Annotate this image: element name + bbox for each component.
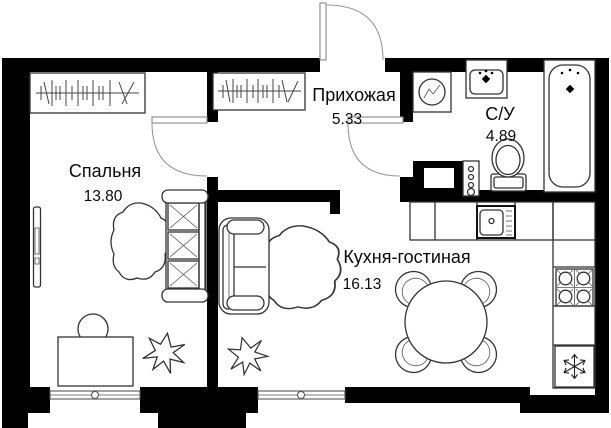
sink-counter <box>465 59 508 99</box>
window-handle <box>296 390 306 400</box>
vent-shaft <box>413 161 463 194</box>
stove-burner <box>576 271 591 286</box>
bedroom-wardrobe-icon <box>29 72 146 114</box>
wall-bottom-right-corner <box>520 395 609 413</box>
plant-star <box>226 336 271 377</box>
door-leaf <box>151 116 208 124</box>
living-plant-small <box>226 336 271 377</box>
tv-icon <box>32 206 42 288</box>
sofa-body <box>165 196 207 294</box>
wall-bathroom-upper <box>400 72 413 122</box>
plant-foliage <box>262 225 342 310</box>
dining-table <box>404 280 488 364</box>
sink-faucet <box>481 74 491 84</box>
wall-bottom-left-step <box>2 387 28 428</box>
kitchen-living-label: Кухня-гостиная <box>343 247 470 267</box>
wall-bottom-middle-step <box>158 402 246 428</box>
sofa-armrest-bottom <box>161 288 209 303</box>
sofa-bed <box>161 189 209 303</box>
living-plant <box>262 225 342 310</box>
door-swing-arc <box>325 4 384 61</box>
bathtub-rim <box>543 59 596 193</box>
armchair-armrest-bottom <box>226 295 265 311</box>
toilet-icon <box>490 138 527 192</box>
door-swing-arc <box>347 122 401 177</box>
stove-burner <box>576 289 591 304</box>
sink-bowl <box>479 209 504 236</box>
door-leaf <box>319 2 327 61</box>
wall-bedroom-divider-lower <box>207 177 218 389</box>
wall-passage-stub <box>330 202 340 214</box>
armchair-armrest-top <box>226 219 265 235</box>
dining-chair <box>394 336 432 374</box>
vent-shaft-opening <box>424 168 454 188</box>
stove-burner <box>558 271 573 286</box>
bathroom-door <box>347 116 404 177</box>
sink-drain <box>488 217 495 225</box>
desk-top <box>57 336 134 387</box>
wall-right <box>595 58 609 405</box>
stove-icon <box>555 268 594 307</box>
fridge-icon <box>554 345 595 388</box>
sofa-armrest-top <box>161 189 209 204</box>
toilet-seat <box>495 144 521 176</box>
snowflake-icon <box>563 353 586 380</box>
dining-chair <box>460 336 498 374</box>
door-swing-arc <box>151 122 208 177</box>
dining-chair <box>394 270 432 308</box>
wardrobe-hangers <box>40 80 135 106</box>
bedroom-door <box>151 116 208 177</box>
wall-hallway-living <box>218 190 340 202</box>
dining-set <box>394 270 498 374</box>
kitchen-sink-icon <box>476 205 516 239</box>
washing-machine-mark <box>423 84 441 99</box>
room-labels: Спальня 13.80 Прихожая 5.33 С/У 4.89 Кух… <box>69 85 516 293</box>
armchair-frame <box>218 217 270 315</box>
window-handle <box>90 390 100 400</box>
wall-top-left <box>2 58 320 72</box>
counter-run <box>552 201 596 389</box>
tv-mount <box>34 227 40 255</box>
bedroom-plant <box>110 202 171 281</box>
bathroom-area: 4.89 <box>486 128 516 145</box>
stove-burner <box>558 289 573 304</box>
walls <box>2 58 609 428</box>
dining-chair <box>460 270 498 308</box>
bathtub-basin <box>548 64 591 188</box>
kitchen-window <box>257 390 346 400</box>
kitchen-living-area: 16.13 <box>343 276 382 293</box>
hallway-label: Прихожая <box>312 85 395 105</box>
entrance-door <box>319 2 384 61</box>
armchair <box>218 217 270 315</box>
water-meter-panel <box>462 160 480 197</box>
door-leaf <box>347 116 404 124</box>
bedroom-window <box>49 390 141 400</box>
sink-drainboard <box>506 210 512 236</box>
washing-machine-icon <box>412 71 452 113</box>
bathtub-icon <box>543 59 596 193</box>
wall-left <box>2 58 30 390</box>
bathroom-sink-icon <box>465 59 508 99</box>
wardrobe-hangers <box>222 79 299 103</box>
plant-star <box>142 331 186 374</box>
washing-machine-drum <box>418 78 446 106</box>
bathroom-label: С/У <box>485 104 515 124</box>
bedroom-plant-small <box>142 331 186 374</box>
hallway-wardrobe-icon <box>212 72 306 111</box>
tv-screen <box>32 206 42 288</box>
bedroom-label: Спальня <box>69 161 141 181</box>
tv-mount-detail <box>34 257 40 265</box>
wall-bottom-right <box>345 387 530 403</box>
fridge-body <box>554 345 595 388</box>
desk <box>57 336 134 387</box>
hallway-area: 5.33 <box>332 111 362 128</box>
bedroom-area: 13.80 <box>84 188 123 205</box>
plant-foliage <box>110 202 171 281</box>
